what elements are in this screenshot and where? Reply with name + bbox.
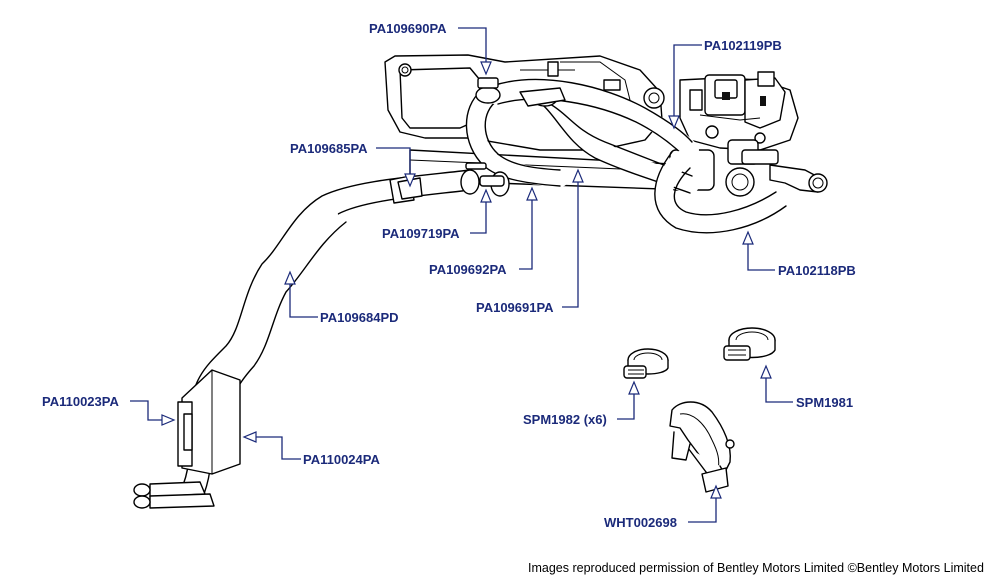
label-pa109690pa[interactable]: PA109690PA bbox=[369, 21, 447, 36]
label-spm1982[interactable]: SPM1982 (x6) bbox=[523, 412, 607, 427]
arrow-pa102119pb-icon bbox=[668, 115, 680, 130]
callout-pa109692pa[interactable]: PA109692PA bbox=[429, 186, 538, 277]
callout-spm1982[interactable]: SPM1982 (x6) bbox=[523, 380, 640, 427]
arrow-wht002698-icon bbox=[710, 484, 722, 499]
callout-pa110023pa[interactable]: PA110023PA bbox=[42, 394, 176, 426]
arrow-pa110024pa-icon bbox=[242, 431, 257, 443]
callout-pa102118pb[interactable]: PA102118PB bbox=[742, 230, 856, 278]
callout-pa109690pa[interactable]: PA109690PA bbox=[369, 21, 492, 76]
callout-pa109684pd[interactable]: PA109684PD bbox=[284, 270, 399, 325]
hose-clamps-fitted bbox=[460, 162, 510, 197]
callout-pa109719pa[interactable]: PA109719PA bbox=[382, 188, 492, 241]
callout-pa102119pb[interactable]: PA102119PB bbox=[668, 38, 782, 130]
callout-spm1981[interactable]: SPM1981 bbox=[760, 364, 853, 410]
label-spm1981[interactable]: SPM1981 bbox=[796, 395, 853, 410]
arrow-pa109685pa-icon bbox=[404, 173, 416, 188]
label-pa109685pa[interactable]: PA109685PA bbox=[290, 141, 368, 156]
arrow-pa110023pa-icon bbox=[161, 414, 176, 426]
label-pa109684pd[interactable]: PA109684PD bbox=[320, 310, 399, 325]
callout-pa109691pa[interactable]: PA109691PA bbox=[476, 168, 584, 315]
clamp-spm1981-drawing bbox=[723, 327, 776, 361]
label-wht002698[interactable]: WHT002698 bbox=[604, 515, 677, 530]
arrow-pa109692pa-icon bbox=[526, 186, 538, 201]
arrow-pa109719pa-icon bbox=[480, 188, 492, 203]
clamp-spm1982-drawing bbox=[623, 348, 669, 379]
clip-wht002698-drawing bbox=[669, 401, 735, 493]
arrow-pa109691pa-icon bbox=[572, 168, 584, 183]
label-pa110024pa[interactable]: PA110024PA bbox=[303, 452, 380, 467]
pipe-block bbox=[177, 369, 241, 475]
arrow-pa102118pb-icon bbox=[742, 230, 754, 245]
upper-hoses bbox=[465, 77, 789, 234]
callout-pa109685pa[interactable]: PA109685PA bbox=[290, 141, 416, 188]
valve-unit bbox=[669, 71, 799, 197]
label-pa110023pa[interactable]: PA110023PA bbox=[42, 394, 119, 409]
callout-pa110024pa[interactable]: PA110024PA bbox=[242, 431, 380, 467]
arrow-spm1981-icon bbox=[760, 364, 772, 379]
mounting-bracket bbox=[384, 54, 665, 151]
label-pa102119pb[interactable]: PA102119PB bbox=[704, 38, 782, 53]
arrow-spm1982-icon bbox=[628, 380, 640, 395]
label-pa109691pa[interactable]: PA109691PA bbox=[476, 300, 554, 315]
callout-wht002698[interactable]: WHT002698 bbox=[604, 484, 722, 530]
label-pa102118pb[interactable]: PA102118PB bbox=[778, 263, 856, 278]
label-pa109719pa[interactable]: PA109719PA bbox=[382, 226, 460, 241]
label-pa109692pa[interactable]: PA109692PA bbox=[429, 262, 507, 277]
copyright-notice: Images reproduced permission of Bentley … bbox=[528, 561, 984, 575]
arrow-pa109690pa-icon bbox=[480, 61, 492, 76]
arrow-pa109684pd-icon bbox=[284, 270, 296, 285]
